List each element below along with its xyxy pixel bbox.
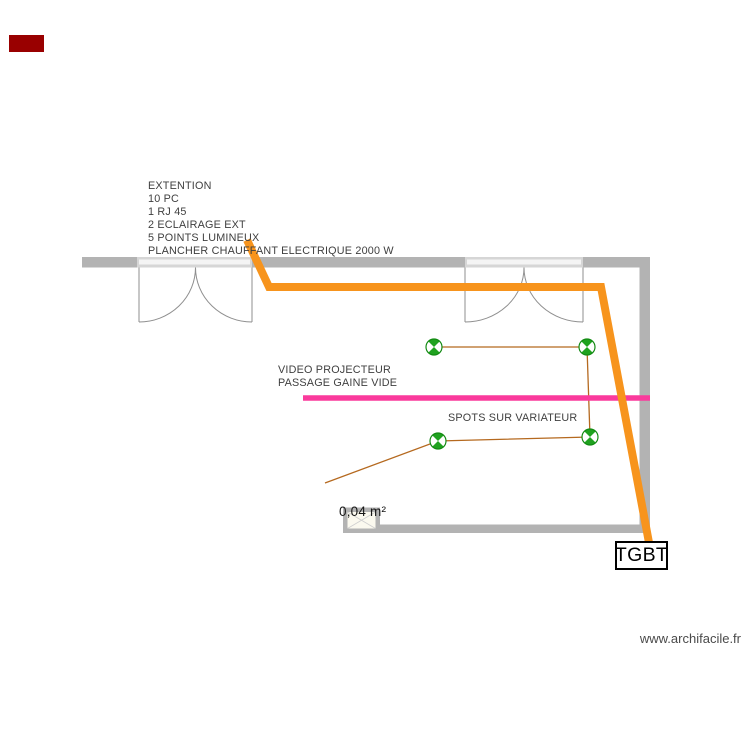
spot-light-icon[interactable] (425, 338, 443, 356)
door-left[interactable] (137, 257, 253, 323)
door-arc-icon (523, 267, 584, 323)
pillar-area-label: 0,04 m² (339, 504, 387, 519)
spot-light-icon[interactable] (429, 432, 447, 450)
note-line: PLANCHER CHAUFFANT ELECTRIQUE 2000 W (148, 244, 394, 257)
bottom-wall[interactable] (380, 524, 650, 534)
top-wall[interactable] (82, 257, 650, 268)
note-line: 1 RJ 45 (148, 205, 187, 218)
spot-light-icon[interactable] (581, 428, 599, 446)
walls[interactable] (82, 257, 650, 533)
door-arc-icon (195, 267, 253, 323)
door-arc-icon (138, 267, 196, 323)
note-line: 2 ECLAIRAGE EXT (148, 218, 246, 231)
video-projector-note[interactable]: VIDEO PROJECTEUR PASSAGE GAINE VIDE (278, 364, 397, 390)
spot-light-icon[interactable] (578, 338, 596, 356)
extension-note[interactable]: EXTENTION 10 PC 1 RJ 45 2 ECLAIRAGE EXT … (148, 180, 394, 257)
spots-variateur-label[interactable]: SPOTS SUR VARIATEUR (448, 412, 578, 424)
door-arc-icon (464, 267, 525, 323)
note-line: VIDEO PROJECTEUR (278, 364, 391, 376)
right-wall[interactable] (639, 257, 651, 530)
note-line: EXTENTION (148, 180, 212, 192)
door-right[interactable] (464, 257, 584, 323)
note-line: 5 POINTS LUMINEUX (148, 231, 260, 244)
tgbt-box[interactable]: TGBT (615, 541, 668, 570)
power-cable[interactable] (243, 238, 654, 549)
note-line: 10 PC (148, 192, 180, 205)
note-line: PASSAGE GAINE VIDE (278, 376, 398, 389)
archifacile-watermark: www.archifacile.fr (639, 631, 741, 646)
red-rectangle-marker (9, 35, 44, 52)
pillar[interactable] (343, 507, 380, 534)
